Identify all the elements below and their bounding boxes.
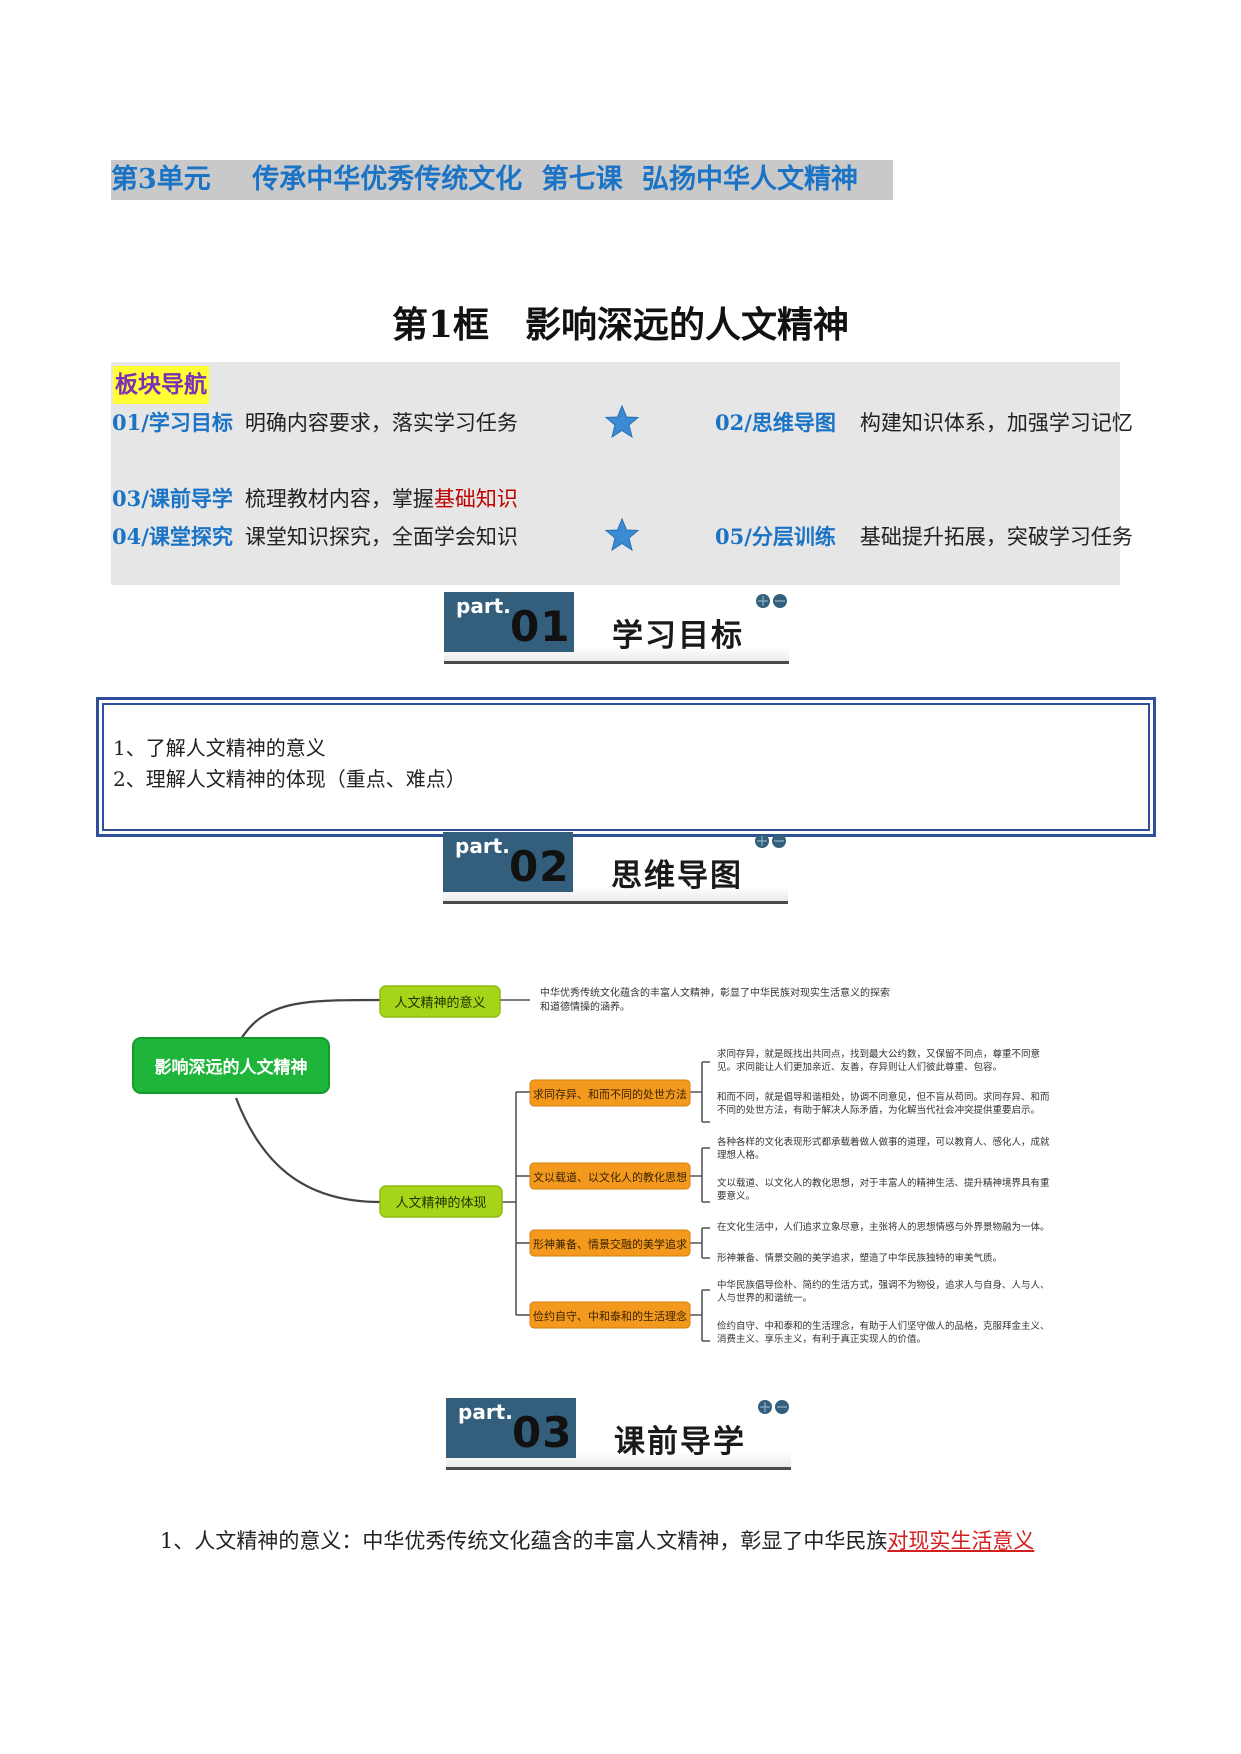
part-number: 03 [512,1408,573,1457]
part-word: part. [455,834,510,858]
note-text: 人与世界的和谐统一。 [717,1292,812,1304]
learning-objectives-box: 1、了解人文精神的意义 2、理解人文精神的体现（重点、难点） [96,697,1156,837]
note-text: 文以载道、以文化人的教化思想，对于丰富人的精神生活、提升精神境界具有重 [717,1177,1050,1189]
part-label: 课前导学 [614,1424,746,1460]
branch-node [529,1162,691,1190]
part-word: part. [458,1400,513,1424]
nav-text: 基础提升拓展，突破学习任务 [859,525,1133,549]
connector [234,1097,381,1204]
part-02-banner: part. 02 思维导图 [443,832,788,904]
part-03-banner: part. 03 课前导学 [446,1398,791,1470]
note-text: 不同的处世方法，有助于解决人际矛盾，为化解当代社会冲突提供重要启示。 [717,1104,1040,1116]
nav-text: 课堂知识探究，全面学会知识 [244,525,518,549]
mind-map: 影响深远的人文精神 人文精神的意义 中华优秀传统文化蕴含的丰富人文精神，彰显了中… [120,970,1120,1370]
part-tag [446,1398,576,1458]
nav-text: 梳理教材内容，掌握 [244,487,434,511]
star-icon [604,404,640,439]
note-text: 中华民族倡导俭朴、简约的生活方式，强调不为物役，追求人与自身、人与人、 [717,1279,1050,1291]
nav-key: 02/思维导图 [715,410,836,435]
part-tag [443,832,573,892]
unit-header: 第3单元 传承中华优秀传统文化 第七课 弘扬中华人文精神 [111,160,893,200]
part-01-banner: part. 01 学习目标 [444,592,789,664]
node-embody [379,1185,503,1218]
branch-node [529,1301,691,1329]
pre-study-paragraph: 1、人文精神的意义：中华优秀传统文化蕴含的丰富人文精神，彰显了中华民族对现实生活… [160,1525,1034,1555]
node-embody-label: 人文精神的体现 [395,1195,486,1211]
branch-node [529,1229,691,1257]
node-meaning [379,985,501,1018]
part-label: 学习目标 [612,618,744,654]
branch-label: 文以载道、以文化人的教化思想 [533,1170,687,1184]
pre-study-underlined: 对现实生活意义 [887,1529,1035,1553]
note-text: 在文化生活中，人们追求立象尽意，主张将人的思想情感与外界景物融为一体。 [717,1221,1050,1233]
dots-icon [755,834,786,848]
node-meaning-label: 人文精神的意义 [394,995,485,1011]
objective-item: 2、理解人文精神的体现（重点、难点） [113,767,466,791]
nav-key: 05/分层训练 [715,524,836,549]
note-text: 和而不同，就是倡导和谐相处，协调不同意见，但不盲从苟同。求同存异、和而 [717,1091,1050,1103]
meaning-desc: 中华优秀传统文化蕴含的丰富人文精神，彰显了中华民族对现实生活意义的探索 [540,986,890,999]
page-title: 第1框 影响深远的人文精神 [391,304,850,346]
note-text: 求同存异，就是既找出共同点，找到最大公约数，又保留不同点，尊重不同意 [717,1048,1040,1060]
nav-item-objectives[interactable]: 01/学习目标明确内容要求，落实学习任务 [112,404,518,442]
star-icon [604,517,640,552]
nav-item-prestudy[interactable]: 03/课前导学梳理教材内容，掌握基础知识 [112,480,518,518]
part-number: 02 [509,842,570,891]
note-text: 消费主义、享乐主义，有利于真正实现人的价值。 [717,1333,926,1345]
dots-icon [756,594,787,608]
nav-title: 板块导航 [113,366,209,404]
connector [235,998,381,1049]
root-label: 影响深远的人文精神 [155,1057,308,1078]
branch-node [529,1079,691,1107]
part-tag [444,592,574,652]
note-text: 理想人格。 [717,1149,765,1161]
unit-number: 第3单元 [111,164,211,195]
mindmap-root-node [132,1037,330,1094]
branch-label: 俭约自守、中和泰和的生活理念 [533,1309,687,1323]
nav-key: 04/课堂探究 [112,524,233,549]
part-label: 思维导图 [611,858,743,894]
branch-label: 形神兼备、情景交融的美学追求 [533,1237,687,1251]
nav-key: 01/学习目标 [112,410,233,435]
part-number: 01 [510,602,571,651]
nav-key: 03/课前导学 [112,486,233,511]
note-text: 要意义。 [717,1190,755,1202]
objective-item: 1、了解人文精神的意义 [113,736,326,760]
pre-study-text: 1、人文精神的意义：中华优秀传统文化蕴含的丰富人文精神，彰显了中华民族 [160,1529,888,1553]
lesson-number: 第七课 [541,164,623,195]
meaning-desc: 和道德情操的涵养。 [540,1000,630,1013]
nav-item-mindmap[interactable]: 02/思维导图构建知识体系，加强学习记忆 [715,404,1133,442]
branch-label: 求同存异、和而不同的处世方法 [533,1087,687,1101]
note-text: 俭约自守、中和泰和的生活理念，有助于人们坚守做人的品格，克服拜金主义、 [717,1320,1050,1332]
mind-map-canvas: 影响深远的人文精神 人文精神的意义 中华优秀传统文化蕴含的丰富人文精神，彰显了中… [132,985,1050,1345]
nav-item-training[interactable]: 05/分层训练基础提升拓展，突破学习任务 [715,518,1133,556]
nav-item-explore[interactable]: 04/课堂探究课堂知识探究，全面学会知识 [112,518,518,556]
dots-icon [758,1400,789,1414]
note-text: 各种各样的文化表现形式都承载着做人做事的道理，可以教育人、感化人，成就 [717,1136,1050,1148]
note-text: 形神兼备、情景交融的美学追求，塑造了中华民族独特的审美气质。 [717,1252,1002,1264]
nav-text: 构建知识体系，加强学习记忆 [859,411,1133,435]
unit-title: 传承中华优秀传统文化 [252,164,523,195]
nav-text-highlight: 基础知识 [433,487,518,511]
section-navigation: 板块导航 01/学习目标明确内容要求，落实学习任务 02/思维导图构建知识体系，… [111,362,1133,585]
part-word: part. [456,594,511,618]
nav-text: 明确内容要求，落实学习任务 [244,411,518,435]
note-text: 见。求同能让人们更加亲近、友善，存异则让人们彼此尊重、包容。 [717,1061,1002,1073]
lesson-title: 弘扬中华人文精神 [642,164,859,195]
